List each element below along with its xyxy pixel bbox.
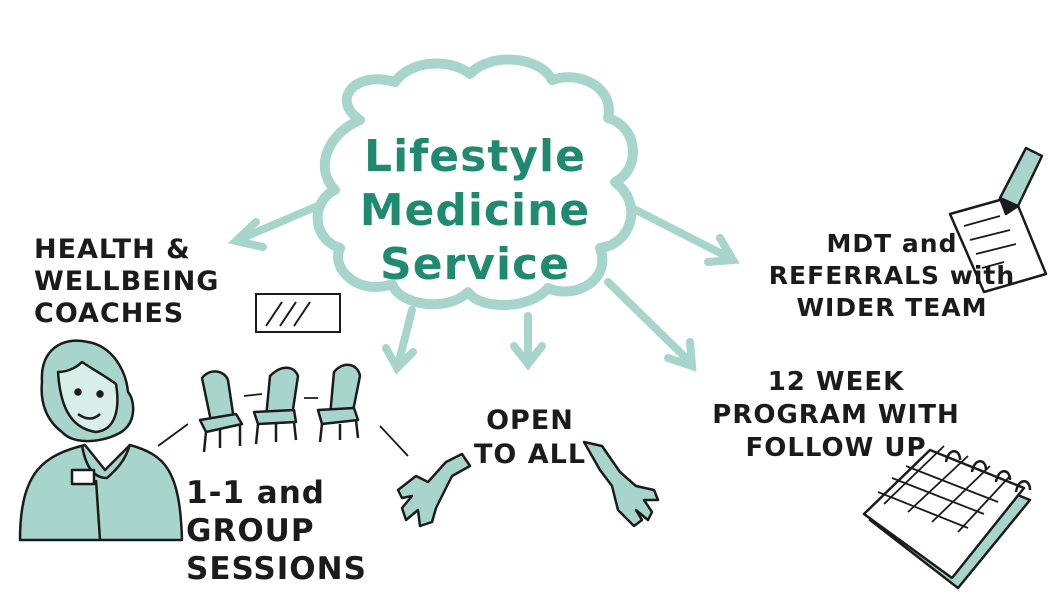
arrow-to-sessions — [394, 306, 416, 369]
program-line-3: FOLLOW UP — [745, 433, 927, 463]
mdt-line-1: MDT and — [826, 229, 958, 258]
title-line-3: Service — [380, 239, 570, 290]
node-mdt-label: MDT and REFERRALS with WIDER TEAM — [752, 228, 1032, 324]
program-line-1: 12 WEEK — [767, 367, 905, 397]
arrowhead-program — [664, 338, 697, 372]
arrow-to-mdt — [632, 206, 734, 262]
arrow-to-program — [604, 278, 694, 366]
node-coaches-label: HEALTH & WELLBEING COACHES — [34, 234, 219, 330]
title-line-2: Medicine — [359, 185, 591, 236]
node-open-label: OPEN TO ALL — [470, 404, 590, 472]
open-line-1: OPEN — [486, 405, 574, 436]
program-line-2: PROGRAM WITH — [712, 400, 960, 430]
mdt-line-3: WIDER TEAM — [796, 293, 988, 322]
title-line-1: Lifestyle — [364, 131, 586, 182]
arrowhead-open — [510, 342, 546, 371]
open-hands-icon — [396, 440, 660, 528]
arrowhead-sessions — [382, 344, 417, 375]
arrow-to-coaches — [234, 201, 324, 244]
arrowhead-coaches — [227, 218, 267, 251]
coaches-line-2: WELLBEING — [34, 266, 220, 297]
open-line-2: TO ALL — [473, 439, 587, 470]
cloud-shape — [312, 54, 638, 311]
node-sessions-label: 1-1 and GROUP SESSIONS — [186, 474, 367, 588]
coaches-line-3: COACHES — [34, 298, 185, 329]
sessions-line-1: 1-1 and — [186, 475, 325, 511]
mdt-line-2: REFERRALS with — [768, 261, 1016, 290]
coaches-line-1: HEALTH & — [34, 234, 191, 265]
center-title: Lifestyle Medicine Service — [330, 130, 620, 292]
arrowhead-mdt — [704, 234, 740, 266]
whiteboard-icon — [255, 293, 341, 333]
coach-person-icon — [18, 339, 184, 542]
node-program-label: 12 WEEK PROGRAM WITH FOLLOW UP — [688, 366, 984, 465]
pen-paper-icon — [948, 146, 1048, 294]
calendar-icon — [862, 445, 1032, 590]
group-chairs-icon — [157, 363, 409, 457]
sessions-line-2: GROUP — [186, 513, 315, 549]
sessions-line-3: SESSIONS — [186, 551, 367, 587]
